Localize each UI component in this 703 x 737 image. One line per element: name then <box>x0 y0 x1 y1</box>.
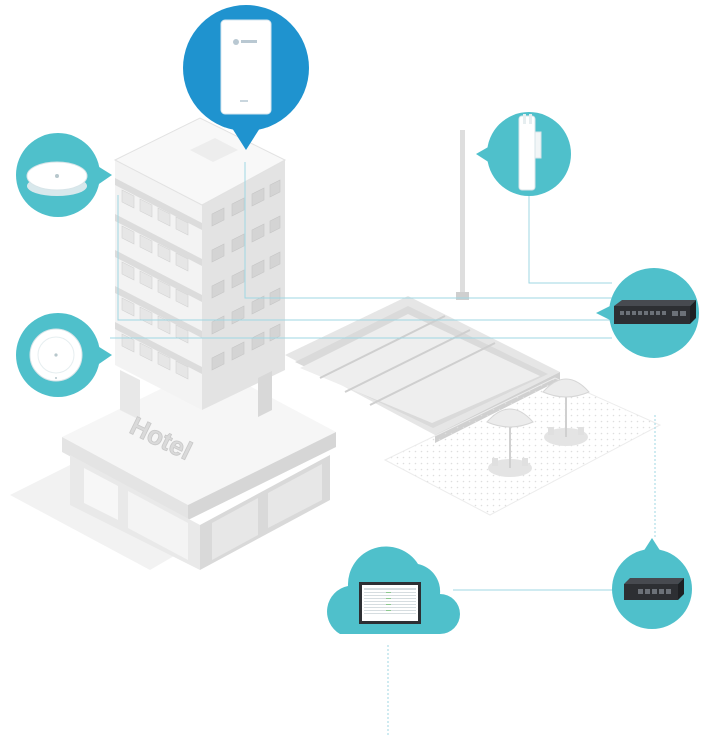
wall-plate-access-point-bubble[interactable] <box>183 5 309 150</box>
outdoor-access-point-icon <box>518 114 542 191</box>
hotel-podium <box>62 365 336 570</box>
network-connections <box>110 162 656 737</box>
umbrella-table-1 <box>486 408 534 477</box>
poe-switch-icon <box>614 300 696 324</box>
outdoor-access-point-bubble[interactable] <box>476 112 571 196</box>
ceiling-access-point-icon <box>26 161 88 196</box>
hotel-tower <box>113 117 287 420</box>
ceiling-access-point-bubble-top[interactable] <box>16 133 112 217</box>
wall-plate-access-point-icon <box>220 19 272 115</box>
pool-area <box>285 296 560 443</box>
ceiling-access-point-bubble-bottom[interactable] <box>16 313 112 397</box>
poe-switch-bubble[interactable] <box>596 268 699 358</box>
ceiling-access-point-icon <box>29 328 83 382</box>
umbrella-table-2 <box>542 378 590 446</box>
cloud-controller[interactable] <box>327 546 460 634</box>
antenna-pole <box>456 130 469 300</box>
cloud-controller-icon <box>359 582 421 624</box>
router-icon <box>624 578 684 600</box>
router-bubble[interactable] <box>612 538 692 629</box>
terrace-area <box>383 377 662 516</box>
